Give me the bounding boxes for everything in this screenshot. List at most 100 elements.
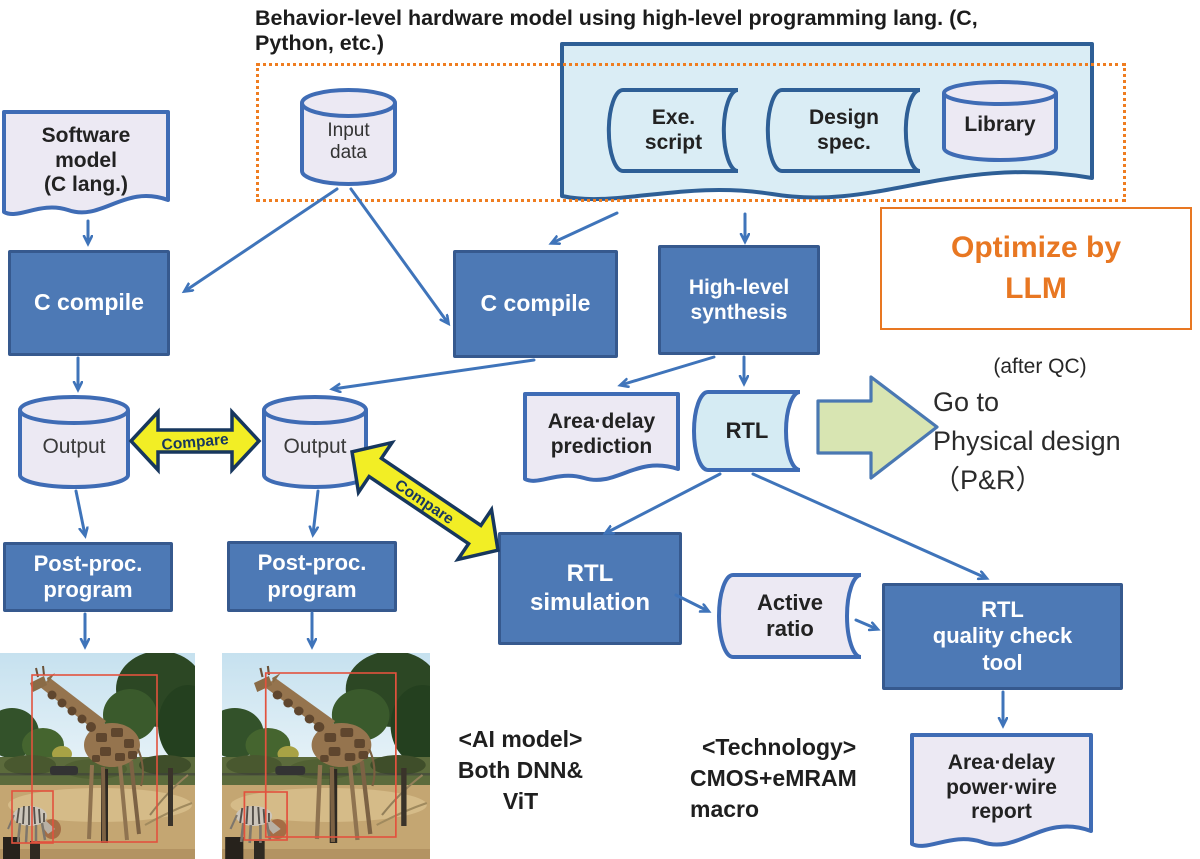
rtl-node: RTL (692, 390, 802, 472)
after-qc-note: (after QC) (950, 355, 1130, 379)
optimize-scope-dotted-outline (256, 63, 1126, 202)
c-compile-mid-label: C compile (480, 290, 591, 317)
area-delay-prediction-label: prediction (550, 435, 653, 458)
detection-photo-left (0, 653, 195, 859)
flow-arrow (333, 358, 536, 389)
active-ratio-node: Active ratio (717, 573, 863, 659)
rtl-quality-check-label: tool (982, 649, 1023, 675)
diagram-title: Behavior-level hardware model using high… (255, 6, 1175, 56)
design-spec-node: Design spec. (765, 88, 922, 173)
active-ratio-scroll-shape (717, 573, 862, 659)
go-to-physical-design-arrow (816, 375, 939, 480)
area-delay-prediction-document-shape (523, 392, 680, 483)
area-delay-prediction-label: Area·delay (547, 410, 656, 434)
zoo-scene-1 (0, 653, 195, 859)
rtl-quality-check-label: quality check (932, 623, 1073, 649)
area-delay-prediction-node: Area·delay prediction (523, 392, 680, 488)
output-left-cylinder-shape (18, 395, 130, 489)
post-proc-left-box: Post-proc. program (3, 542, 173, 612)
exe-script-node: Exe. script (606, 88, 740, 173)
ai-model-note: <AI model> Both DNN& ViT (428, 724, 613, 817)
output-mid-cylinder-shape (262, 395, 368, 489)
rtl-quality-check-box: RTL quality check tool (882, 583, 1123, 690)
optimize-llm-label: LLM (1005, 271, 1067, 305)
software-model-label: Software (41, 123, 131, 147)
optimize-llm-label: Optimize by (950, 231, 1122, 264)
technology-note: <Technology> CMOS+eMRAM macro (690, 732, 915, 825)
compare-arrow-diagonal-label: Compare (392, 476, 458, 528)
after-qc-label: (after QC) (993, 355, 1087, 378)
hls-label: synthesis (690, 301, 788, 324)
report-label: report (971, 800, 1032, 824)
title-line-2: Python, etc.) (255, 31, 385, 55)
report-label: power·wire (946, 775, 1057, 799)
compare-arrow-horizontal: Compare (128, 407, 262, 475)
ai-model-note-line: Both DNN& (457, 757, 584, 784)
input-data-node: Input data (300, 88, 397, 186)
ai-model-note-line: ViT (502, 788, 539, 815)
input-data-cylinder-shape (300, 88, 397, 186)
post-proc-mid-box: Post-proc. program (227, 541, 397, 612)
input-data-label: Input (327, 119, 370, 141)
rtl-label: RTL (725, 418, 769, 444)
active-ratio-label: ratio (766, 616, 814, 641)
optimize-by-llm-callout: Optimize by LLM (880, 207, 1192, 330)
giraffe-bbox-2 (264, 672, 397, 838)
output-mid-node: Output (262, 395, 368, 490)
compare-arrow-horizontal-label: Compare (161, 431, 230, 454)
c-compile-left-label: C compile (34, 289, 144, 316)
ai-model-note-line: <AI model> (458, 726, 583, 752)
detection-photo-right (222, 653, 430, 859)
zoo-scene-2 (222, 653, 430, 859)
technology-note-line: macro (690, 796, 760, 823)
software-model-node: Software model (C lang.) (2, 110, 170, 222)
exe-script-label: script (644, 130, 703, 154)
technology-note-line: CMOS+eMRAM (690, 765, 857, 792)
flow-arrow (552, 211, 619, 243)
input-data-label: data (330, 142, 367, 163)
flow-arrow (621, 355, 716, 385)
active-ratio-label: Active (756, 590, 824, 616)
high-level-synthesis-box: High-level synthesis (658, 245, 820, 355)
library-cylinder-shape (942, 80, 1058, 162)
giraffe-bbox-1 (31, 674, 158, 843)
goto-line: Physical design (933, 426, 1121, 456)
flow-arrow (349, 187, 448, 323)
rtl-simulation-label: RTL (566, 559, 614, 587)
post-proc-mid-label: program (267, 576, 357, 602)
report-label: Area·delay (947, 750, 1056, 774)
c-compile-mid-box: C compile (453, 250, 618, 358)
library-node: Library (942, 80, 1058, 163)
software-model-label: (C lang.) (44, 173, 128, 197)
report-node: Area·delay power·wire report (910, 733, 1093, 855)
post-proc-mid-label: Post-proc. (257, 550, 367, 576)
goto-line: Go to (933, 387, 1000, 417)
flow-arrow (313, 489, 320, 534)
report-document-shape (910, 733, 1093, 848)
library-label: Library (964, 113, 1036, 137)
go-to-physical-design-note: Go to Physical design （P&R） (933, 383, 1198, 500)
output-left-node: Output (18, 395, 130, 490)
zebra-bbox-2 (243, 791, 288, 841)
flow-arrow (185, 187, 339, 291)
rtl-simulation-label: simulation (529, 588, 650, 616)
software-model-document-shape (2, 110, 170, 216)
software-model-label: model (55, 148, 117, 172)
flow-arrow (74, 489, 85, 535)
rtl-scroll-shape (692, 390, 801, 472)
output-mid-label: Output (283, 435, 347, 459)
design-spec-label: spec. (817, 130, 871, 154)
exe-script-scroll-shape (606, 88, 739, 173)
design-spec-label: Design (808, 105, 879, 129)
design-spec-scroll-shape (765, 88, 921, 173)
rtl-simulation-box: RTL simulation (498, 532, 682, 645)
goto-line: （P&R） (933, 465, 1043, 495)
hls-label: High-level (688, 275, 790, 299)
compare-arrow-horizontal-shape (128, 407, 262, 475)
exe-script-label: Exe. (651, 105, 696, 129)
title-line-1: Behavior-level hardware model using high… (255, 6, 978, 30)
technology-note-line: <Technology> (702, 734, 857, 760)
post-proc-left-label: Post-proc. (33, 550, 143, 576)
rtl-quality-check-label: RTL (981, 596, 1024, 622)
